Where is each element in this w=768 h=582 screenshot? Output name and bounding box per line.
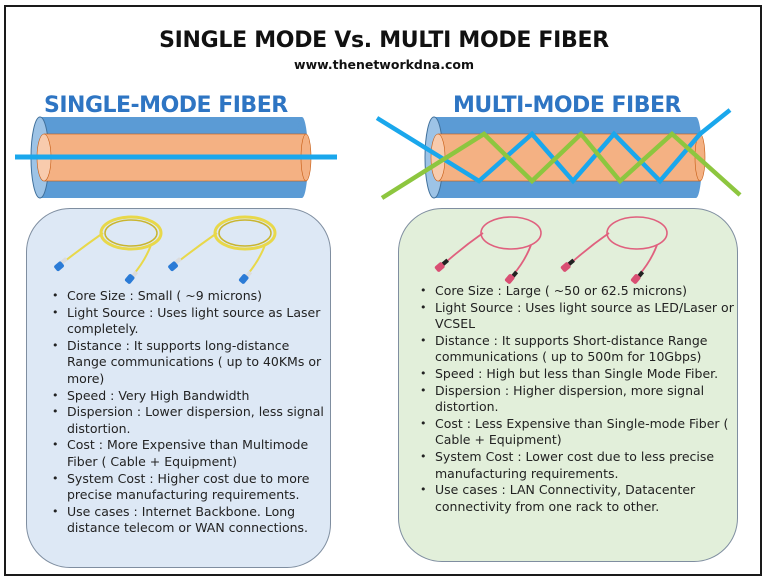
- cable-coil-inner: [104, 219, 158, 247]
- pink-mpo-patch-cable-icon: [434, 216, 668, 284]
- multi-mode-feature-list: Core Size : Large ( ~50 or 62.5 microns)…: [418, 283, 738, 515]
- yellow-lc-patch-cable-icon: [54, 215, 277, 284]
- list-item: Speed : Very High Bandwidth: [50, 388, 330, 405]
- connector: [504, 274, 515, 284]
- connector: [238, 274, 249, 284]
- multi-mode-light-ray-blue: [375, 108, 732, 185]
- multi-mode-heading: MULTI-MODE FIBER: [453, 93, 681, 118]
- list-item: Use cases : LAN Connectivity, Datacenter…: [418, 482, 738, 515]
- cable-coil: [213, 215, 277, 251]
- single-mode-heading: SINGLE-MODE FIBER: [44, 93, 288, 118]
- list-item: Cost : More Expensive than Multimode Fib…: [50, 437, 330, 470]
- connector: [560, 262, 571, 272]
- multi-mode-light-ray-green: [380, 130, 742, 200]
- cable-coil: [480, 216, 542, 250]
- patch-cable: [560, 216, 668, 284]
- cable-lead: [64, 232, 104, 262]
- connector: [630, 274, 641, 284]
- connector: [54, 261, 64, 272]
- list-item: Speed : High but less than Single Mode F…: [418, 366, 738, 383]
- list-item: System Cost : Higher cost due to more pr…: [50, 471, 330, 504]
- multi-mode-fiber-diagram: [375, 108, 742, 200]
- single-mode-fiber-diagram: [15, 116, 337, 199]
- cable-coil: [99, 215, 163, 251]
- multi-mode-features-panel: Core Size : Large ( ~50 or 62.5 microns)…: [398, 208, 738, 562]
- patch-cable: [168, 215, 277, 284]
- cable-coil: [606, 216, 668, 250]
- single-mode-feature-list: Core Size : Small ( ~9 microns) Light So…: [50, 288, 330, 537]
- page-title: SINGLE MODE Vs. MULTI MODE FIBER: [159, 28, 609, 53]
- cable-lead: [178, 232, 218, 262]
- list-item: Light Source : Uses light source as Lase…: [50, 305, 330, 338]
- list-item: Use cases : Internet Backbone. Long dist…: [50, 504, 330, 537]
- website-url: www.thenetworkdna.com: [294, 57, 474, 72]
- list-item: Dispersion : Higher dispersion, more sig…: [418, 383, 738, 416]
- patch-cable: [54, 215, 163, 284]
- list-item: Distance : It supports Short-distance Ra…: [418, 333, 738, 366]
- list-item: Cost : Less Expensive than Single-mode F…: [418, 416, 738, 449]
- list-item: Core Size : Small ( ~9 microns): [50, 288, 330, 305]
- connector: [434, 262, 445, 272]
- list-item: Light Source : Uses light source as LED/…: [418, 300, 738, 333]
- connector: [124, 274, 135, 284]
- list-item: Core Size : Large ( ~50 or 62.5 microns): [418, 283, 738, 300]
- single-mode-features-panel: Core Size : Small ( ~9 microns) Light So…: [26, 208, 331, 568]
- cable-lead: [570, 232, 610, 264]
- cable-lead: [444, 232, 484, 264]
- cable-coil-inner: [218, 219, 272, 247]
- list-item: Dispersion : Lower dispersion, less sign…: [50, 404, 330, 437]
- list-item: Distance : It supports long-distance Ran…: [50, 338, 330, 388]
- connector: [168, 261, 178, 272]
- list-item: System Cost : Lower cost due to less pre…: [418, 449, 738, 482]
- patch-cable: [434, 216, 542, 284]
